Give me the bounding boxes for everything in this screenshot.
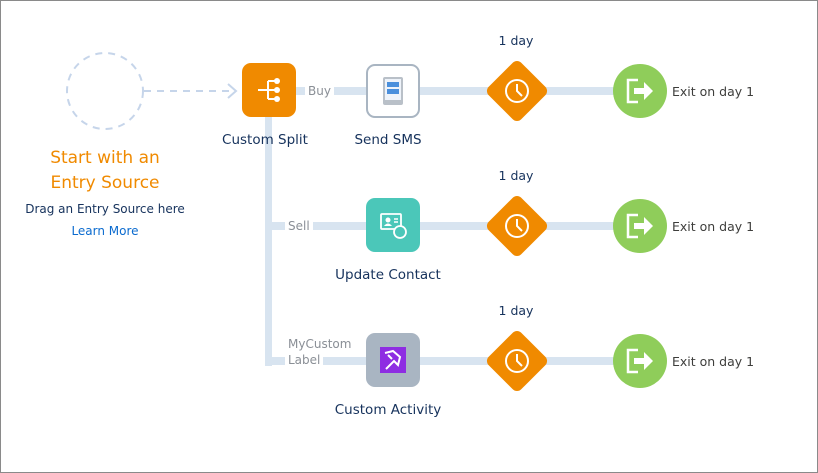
entry-title-line1: Start with an bbox=[50, 148, 160, 168]
update-contact-label: Update Contact bbox=[335, 267, 441, 283]
clock-icon bbox=[500, 74, 534, 108]
clock-icon bbox=[500, 344, 534, 378]
wait-label-2: 1 day bbox=[498, 168, 534, 183]
update-contact-node[interactable] bbox=[366, 198, 420, 252]
split-trunk-line bbox=[265, 110, 272, 366]
exit-node-3[interactable] bbox=[613, 334, 667, 388]
path-line-1 bbox=[295, 87, 615, 95]
exit-icon bbox=[626, 78, 653, 104]
entry-source-dropzone[interactable] bbox=[60, 48, 260, 138]
branch-label-custom-line1: MyCustom bbox=[288, 337, 352, 351]
entry-subtitle: Drag an Entry Source here bbox=[25, 202, 185, 216]
exit-node-1[interactable] bbox=[613, 64, 667, 118]
update-contact-icon bbox=[380, 213, 407, 239]
path-line-3 bbox=[265, 357, 615, 365]
exit-node-2[interactable] bbox=[613, 199, 667, 253]
learn-more-link[interactable]: Learn More bbox=[71, 224, 139, 238]
exit-icon bbox=[626, 348, 653, 374]
wait-label-1: 1 day bbox=[498, 33, 534, 48]
send-sms-label: Send SMS bbox=[354, 132, 422, 148]
branch-label-buy: Buy bbox=[305, 84, 334, 98]
exit-label-3: Exit on day 1 bbox=[672, 354, 755, 369]
clock-icon bbox=[500, 209, 534, 243]
custom-split-label: Custom Split bbox=[222, 132, 308, 148]
exit-icon bbox=[626, 213, 653, 239]
exit-label-2: Exit on day 1 bbox=[672, 219, 755, 234]
custom-activity-node[interactable] bbox=[366, 333, 420, 387]
branch-label-custom-line2: Label bbox=[285, 353, 324, 367]
split-icon bbox=[258, 78, 280, 102]
wait-label-3: 1 day bbox=[498, 303, 534, 318]
path-line-2 bbox=[265, 222, 615, 230]
custom-activity-label: Custom Activity bbox=[334, 402, 442, 418]
sms-icon bbox=[383, 77, 403, 105]
exit-label-1: Exit on day 1 bbox=[672, 84, 755, 99]
branch-label-sell: Sell bbox=[285, 219, 313, 233]
send-sms-node[interactable] bbox=[366, 64, 420, 118]
custom-split-node[interactable] bbox=[242, 63, 296, 117]
custom-activity-icon bbox=[380, 347, 406, 373]
entry-title-line2: Entry Source bbox=[50, 173, 160, 193]
